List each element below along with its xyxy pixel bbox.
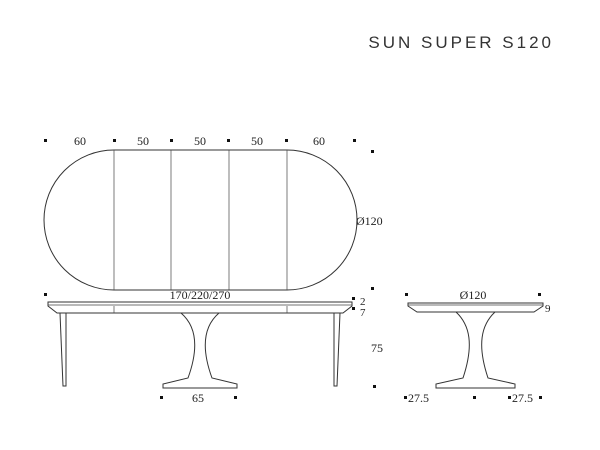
top-thickness-label: 2 (360, 296, 366, 308)
dimension-marker (371, 150, 374, 153)
dimension-marker (371, 287, 374, 290)
dimension-marker (113, 139, 116, 142)
dimension-marker (170, 139, 173, 142)
top-view: 60 50 50 50 60 Ø120 (43, 134, 383, 291)
dimension-marker (352, 297, 355, 300)
end-view: Ø120 9 27.5 27.5 (404, 288, 551, 405)
dimension-marker (285, 139, 288, 142)
segment-label: 50 (251, 134, 263, 148)
dimension-marker (160, 396, 163, 399)
segment-label: 60 (74, 134, 86, 148)
dimension-marker (538, 293, 541, 296)
dimension-marker (539, 396, 542, 399)
end-view-thickness-label: 9 (545, 303, 551, 315)
height-label: 75 (371, 341, 383, 355)
side-view: 170/220/270 2 7 75 65 (44, 288, 383, 405)
top-view-diameter: Ø120 (356, 214, 383, 228)
side-view-leg (59, 312, 67, 387)
dimension-marker (352, 307, 355, 310)
segment-label: 50 (194, 134, 206, 148)
side-view-leg (333, 312, 341, 387)
dimension-marker (353, 139, 356, 142)
side-view-pedestal (162, 312, 238, 389)
segment-label: 50 (137, 134, 149, 148)
base-left-label: 27.5 (408, 391, 429, 405)
length-label: 170/220/270 (170, 288, 231, 302)
base-right-label: 27.5 (512, 391, 533, 405)
end-view-diameter: Ø120 (460, 288, 487, 302)
segment-label: 60 (313, 134, 325, 148)
dimension-marker (404, 396, 407, 399)
dimension-marker (44, 139, 47, 142)
top-view-outline (43, 149, 358, 291)
side-view-tabletop (47, 301, 353, 314)
dimension-marker (234, 396, 237, 399)
dimension-marker (473, 396, 476, 399)
dimension-marker (508, 396, 511, 399)
dimension-marker (405, 293, 408, 296)
end-view-pedestal (435, 311, 516, 389)
dimension-marker (44, 293, 47, 296)
product-title: SUN SUPER S120 (368, 33, 554, 52)
dimension-marker (373, 385, 376, 388)
bottom-thickness-label: 7 (360, 307, 366, 319)
base-width-label: 65 (192, 391, 204, 405)
dimension-marker (227, 139, 230, 142)
end-view-tabletop (407, 302, 544, 313)
